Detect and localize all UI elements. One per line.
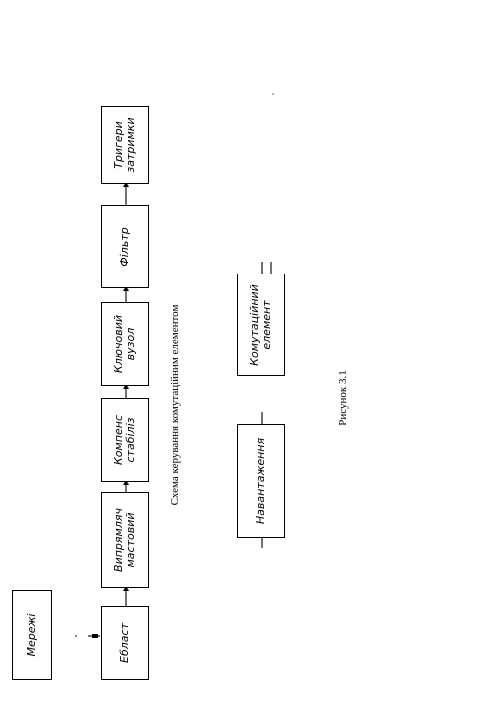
block-navantazhennia-label: Навантаження — [254, 437, 267, 525]
block-tryhery-line2: затримки — [124, 117, 137, 173]
block-navantazhennia: Навантаження — [237, 424, 285, 538]
block-merezhi: Мережі — [12, 590, 52, 680]
figure-label: Рисунок 3.1 — [337, 370, 349, 426]
block-kompens: Компенс стабіліз — [101, 398, 149, 482]
stray-dot-right — [272, 93, 274, 95]
diagram-caption: Схема керування комутаційним елементом — [169, 304, 181, 506]
input-tick — [92, 634, 98, 638]
block-filtr: Фільтр — [101, 205, 149, 288]
stray-dot-left — [75, 635, 77, 637]
block-kliuchovyi: Ключовий вузол — [101, 302, 149, 386]
block-holost: Ебласт — [101, 606, 149, 680]
block-komutatsiinyi-line2: елемент — [260, 299, 273, 350]
block-kompens-line2: стабіліз — [124, 417, 137, 463]
block-merezhi-label: Мережі — [25, 613, 38, 657]
block-filtr-label: Фільтр — [118, 226, 131, 267]
block-kliuchovyi-line2: вузол — [124, 327, 137, 361]
block-komutatsiinyi: Комутаційний елемент — [237, 274, 285, 376]
block-vypryamliach-line2: мастовий — [124, 512, 137, 568]
block-tryhery: Тригери затримки — [101, 106, 149, 184]
block-vypryamliach: Випрямляч мастовий — [101, 492, 149, 588]
block-holost-label: Ебласт — [118, 623, 131, 663]
